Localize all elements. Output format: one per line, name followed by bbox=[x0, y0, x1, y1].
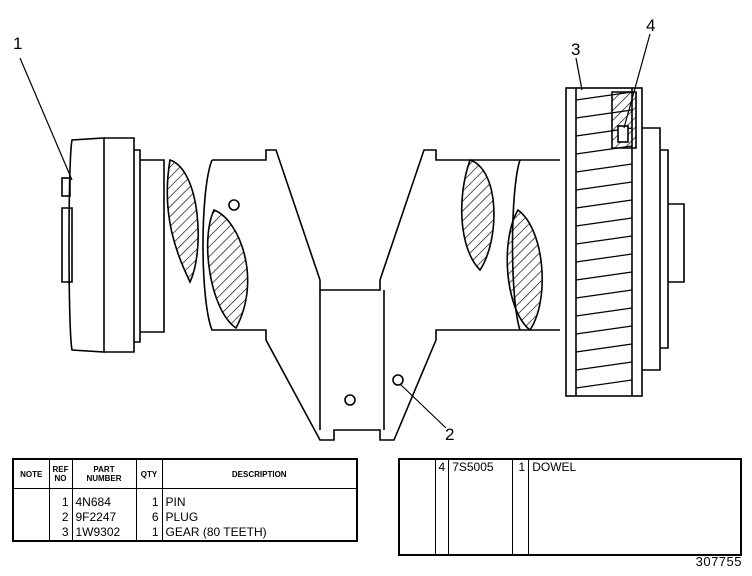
row-part-number: 1W9302 bbox=[71, 525, 137, 541]
table-spacer bbox=[12, 488, 358, 495]
leader-1 bbox=[19, 57, 73, 181]
table-row: 1 4N684 1 PIN bbox=[12, 495, 358, 510]
table-row: 3 1W9302 1 GEAR (80 TEETH) bbox=[12, 525, 358, 541]
row-part-number: 4N684 bbox=[71, 495, 137, 510]
left-flange bbox=[61, 137, 165, 353]
header-note: NOTE bbox=[12, 458, 50, 489]
row-ref: 3 bbox=[48, 525, 73, 541]
left-section-hatch bbox=[166, 158, 199, 284]
header-description: DESCRIPTION bbox=[161, 458, 358, 489]
callout-4: 4 bbox=[646, 16, 656, 35]
table-header: NOTE REF NO PART NUMBER QTY DESCRIPTION bbox=[12, 458, 358, 489]
callout-1: 1 bbox=[13, 34, 23, 53]
table-row: 4 7S5005 1 DOWEL bbox=[398, 459, 742, 555]
header-qty: QTY bbox=[135, 458, 163, 489]
leader-2 bbox=[399, 383, 447, 429]
mid-right-hatch bbox=[460, 158, 495, 272]
callout-2: 2 bbox=[445, 425, 455, 444]
row-qty: 1 bbox=[512, 459, 530, 555]
row-description: DOWEL bbox=[528, 459, 742, 555]
parts-table-left: NOTE REF NO PART NUMBER QTY DESCRIPTION … bbox=[12, 458, 358, 542]
row-qty: 1 bbox=[135, 495, 163, 510]
row-part-number: 7S5005 bbox=[448, 459, 514, 555]
row-ref: 2 bbox=[48, 510, 73, 525]
figure-id: 307755 bbox=[695, 554, 742, 569]
parts-table-right: 4 7S5005 1 DOWEL bbox=[398, 458, 742, 556]
crankshaft-drawing bbox=[19, 33, 685, 441]
leader-4 bbox=[623, 33, 651, 129]
row-qty: 6 bbox=[135, 510, 163, 525]
leader-3 bbox=[575, 57, 583, 91]
callout-3: 3 bbox=[571, 40, 581, 59]
row-ref: 1 bbox=[48, 495, 73, 510]
row-part-number: 9F2247 bbox=[71, 510, 137, 525]
mid-left-hatch bbox=[206, 208, 249, 330]
header-ref: REF NO bbox=[48, 458, 73, 489]
row-ref: 4 bbox=[434, 459, 450, 555]
header-part-number: PART NUMBER bbox=[71, 458, 137, 489]
row-qty: 1 bbox=[135, 525, 163, 541]
row-description: PIN bbox=[161, 495, 358, 510]
crank-body bbox=[202, 149, 492, 441]
row-description: PLUG bbox=[161, 510, 358, 525]
table-row: 2 9F2247 6 PLUG bbox=[12, 510, 358, 525]
gear bbox=[565, 87, 685, 397]
row-description: GEAR (80 TEETH) bbox=[161, 525, 358, 541]
